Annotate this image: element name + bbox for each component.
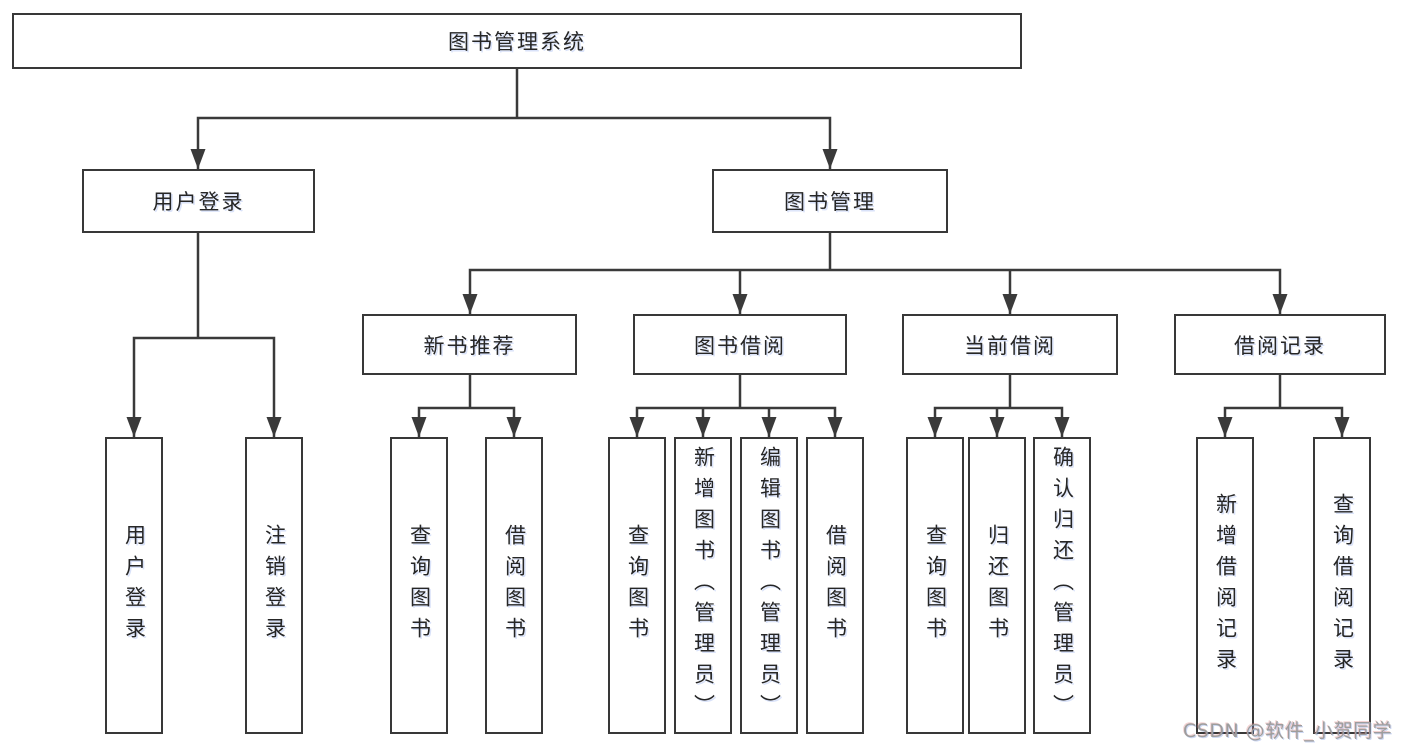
leaf-return-books: 归还图书 — [968, 437, 1026, 734]
leaf-edit-books-admin-label: 编辑图书（管理员） — [757, 446, 782, 725]
leaf-return-books-label: 归还图书 — [985, 523, 1010, 648]
leaf-borrow-books-recommend-label: 借阅图书 — [502, 523, 527, 648]
node-borrow-records: 借阅记录 — [1174, 314, 1386, 375]
node-root-system: 图书管理系统 — [12, 13, 1022, 69]
leaf-logout: 注销登录 — [245, 437, 303, 734]
leaf-add-books-admin-label: 新增图书（管理员） — [691, 446, 716, 725]
leaf-add-borrow-record-label: 新增借阅记录 — [1213, 492, 1238, 679]
leaf-user-login-label: 用户登录 — [122, 523, 147, 648]
node-book-management: 图书管理 — [712, 169, 948, 233]
leaf-query-books-current: 查询图书 — [906, 437, 964, 734]
leaf-query-borrow-record: 查询借阅记录 — [1313, 437, 1371, 734]
leaf-query-borrow-record-label: 查询借阅记录 — [1330, 492, 1355, 679]
leaf-logout-label: 注销登录 — [262, 523, 287, 648]
leaf-confirm-return-admin-label: 确认归还（管理员） — [1050, 446, 1075, 725]
node-current-borrow: 当前借阅 — [902, 314, 1118, 375]
leaf-query-books-borrow-label: 查询图书 — [625, 523, 650, 648]
leaf-add-books-admin: 新增图书（管理员） — [674, 437, 732, 734]
leaf-query-books-current-label: 查询图书 — [923, 523, 948, 648]
leaf-edit-books-admin: 编辑图书（管理员） — [740, 437, 798, 734]
leaf-borrow-books: 借阅图书 — [806, 437, 864, 734]
node-book-borrow: 图书借阅 — [633, 314, 847, 375]
csdn-watermark: CSDN @软件_小贺同学 — [1183, 720, 1393, 742]
leaf-query-books-borrow: 查询图书 — [608, 437, 666, 734]
node-new-book-recommend: 新书推荐 — [362, 314, 577, 375]
node-user-login: 用户登录 — [82, 169, 315, 233]
leaf-query-books-recommend-label: 查询图书 — [407, 523, 432, 648]
leaf-query-books-recommend: 查询图书 — [390, 437, 448, 734]
leaf-borrow-books-label: 借阅图书 — [823, 523, 848, 648]
leaf-borrow-books-recommend: 借阅图书 — [485, 437, 543, 734]
leaf-confirm-return-admin: 确认归还（管理员） — [1033, 437, 1091, 734]
leaf-user-login: 用户登录 — [105, 437, 163, 734]
leaf-add-borrow-record: 新增借阅记录 — [1196, 437, 1254, 734]
